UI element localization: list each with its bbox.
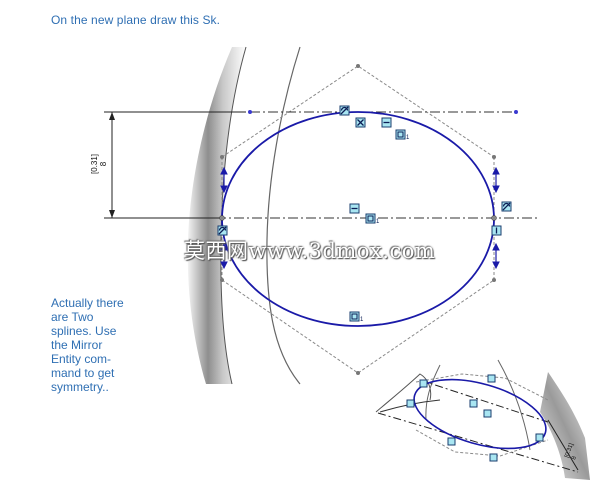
horizontal-icon[interactable] — [349, 203, 360, 214]
inset-dimension-value: [0.31] — [564, 442, 575, 458]
watermark: 莫西网www.3dmox.com — [184, 239, 436, 263]
horizontal-icon[interactable] — [381, 117, 392, 128]
svg-text:1: 1 — [406, 135, 410, 141]
side-note: Actually there are Two splines. Use the … — [51, 296, 124, 394]
dimension-value: [0.31] — [90, 154, 99, 174]
dimension-unit: 8 — [99, 161, 108, 166]
spline-profile[interactable] — [219, 111, 497, 327]
fix-icon[interactable]: 1 — [395, 129, 410, 141]
fix-icon[interactable]: 1 — [365, 213, 380, 225]
tangent-icon[interactable] — [501, 201, 512, 212]
dimension-height[interactable]: [0.31] 8 — [90, 112, 115, 218]
tangent-icon[interactable] — [217, 225, 228, 236]
model-surface — [187, 46, 301, 385]
inset-dimension-unit: 8 — [571, 455, 578, 461]
tangent-icon[interactable] — [339, 105, 350, 116]
construction-polygon[interactable] — [220, 64, 496, 375]
svg-text:1: 1 — [360, 317, 364, 323]
instruction-title: On the new plane draw this Sk. — [51, 13, 221, 27]
spline-handles[interactable] — [220, 166, 500, 270]
coincident-icon[interactable] — [355, 117, 366, 128]
fix-icon[interactable]: 1 — [349, 311, 364, 323]
inset-isometric-view[interactable]: [0.31] 8 — [375, 358, 590, 480]
svg-text:1: 1 — [376, 219, 380, 225]
vertical-icon[interactable] — [491, 225, 502, 236]
centerlines[interactable] — [104, 110, 538, 219]
